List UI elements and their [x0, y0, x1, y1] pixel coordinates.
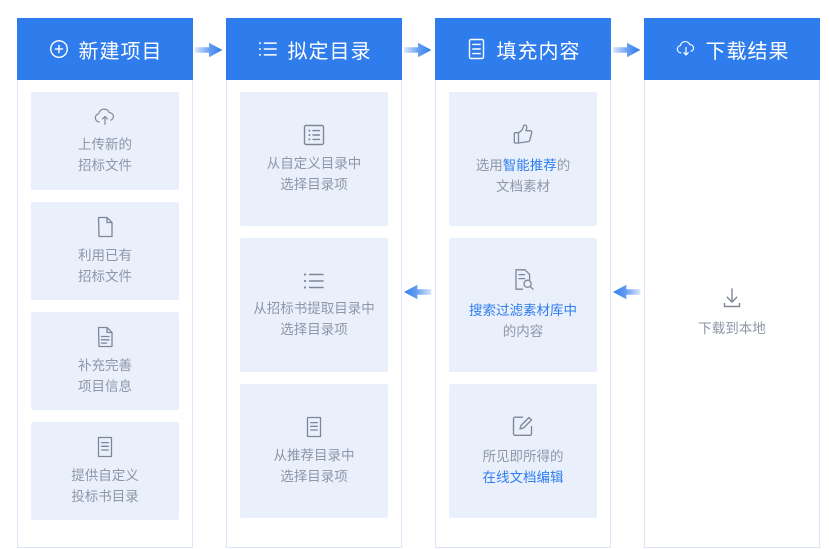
column-body-new-project: 上传新的 招标文件 利用已有 招标文件: [17, 80, 193, 548]
card-line: 搜索过滤素材库中: [469, 303, 577, 318]
card-line: 选用智能推荐的: [476, 155, 571, 176]
column-header-new-project[interactable]: 新建项目: [17, 18, 193, 80]
card-line: 上传新的: [78, 136, 132, 152]
plus-circle-icon: [48, 38, 70, 60]
arrow-right-icon-header-3-4: [612, 41, 642, 59]
column-body-draft-outline: 从自定义目录中 选择目录项 从招标书提取目录中 选择目录项: [226, 80, 402, 548]
cloud-upload-icon: [93, 107, 117, 127]
document-lines-icon: [95, 436, 115, 458]
document-icon: [95, 216, 115, 238]
document-list-icon: [95, 326, 115, 348]
arrow-left-icon-middle-3-2: [403, 283, 433, 301]
workflow-column-fill-content: 填充内容 选用智能推荐的 文档素材: [435, 18, 611, 548]
card-provide-custom-bid-outline[interactable]: 提供自定义 投标书目录: [31, 422, 179, 520]
column-header-label: 拟定目录: [287, 40, 372, 63]
card-line: 的内容: [502, 324, 544, 339]
card-line: 所见即所得的: [482, 448, 564, 464]
card-download-to-local[interactable]: 下载到本地: [698, 286, 766, 339]
card-line: 从推荐目录中: [273, 447, 355, 463]
document-outline-icon: [466, 38, 488, 60]
card-choose-from-custom-outline[interactable]: 从自定义目录中 选择目录项: [240, 92, 388, 226]
document-lines-icon: [304, 416, 324, 438]
list-box-icon: [303, 124, 325, 146]
card-line: 招标文件: [78, 268, 132, 284]
cloud-download-icon: [675, 38, 697, 60]
arrow-right-icon-header-2-3: [403, 41, 433, 59]
card-wysiwyg-online-editing[interactable]: 所见即所得的 在线文档编辑: [449, 384, 597, 518]
card-line: 文档素材: [496, 178, 550, 194]
workflow-column-draft-outline: 拟定目录 从自定义目录中 选择目录项: [226, 18, 402, 548]
column-header-label: 新建项目: [78, 40, 163, 63]
card-text-highlight: 智能推荐: [502, 157, 557, 173]
file-search-icon: [513, 268, 534, 291]
ordered-list-icon: [257, 38, 279, 60]
card-text-plain: 选用: [475, 157, 503, 173]
column-body-fill-content: 选用智能推荐的 文档素材 搜索过滤素材库中 的内容: [435, 80, 611, 548]
card-line: 从招标书提取目录中: [253, 300, 375, 316]
card-line: 招标文件: [78, 157, 132, 173]
card-select-smart-recommended-material[interactable]: 选用智能推荐的 文档素材: [449, 92, 597, 226]
card-line: 投标书目录: [71, 488, 139, 504]
card-complete-project-info[interactable]: 补充完善 项目信息: [31, 312, 179, 410]
column-header-download-result[interactable]: 下载结果: [644, 18, 820, 80]
card-line: 利用已有: [78, 247, 132, 263]
card-use-existing-tender-file[interactable]: 利用已有 招标文件: [31, 202, 179, 300]
column-header-label: 下载结果: [705, 40, 790, 63]
arrow-right-icon-header-1-2: [194, 41, 224, 59]
card-text-plain: 的: [556, 157, 571, 173]
edit-square-icon: [512, 415, 534, 437]
card-choose-from-extracted-outline[interactable]: 从招标书提取目录中 选择目录项: [240, 238, 388, 372]
card-line: 在线文档编辑: [482, 469, 564, 485]
arrow-left-icon-middle-4-3: [612, 283, 642, 301]
download-arrow-icon: [720, 286, 744, 310]
thumbs-up-icon: [511, 122, 535, 146]
card-line: 补充完善: [78, 357, 132, 373]
card-line: 从自定义目录中: [266, 155, 362, 171]
card-line: 选择目录项: [280, 176, 348, 192]
card-line: 选择目录项: [280, 468, 348, 484]
column-header-draft-outline[interactable]: 拟定目录: [226, 18, 402, 80]
workflow-column-download-result: 下载结果 下载到本地: [644, 18, 820, 548]
card-line: 提供自定义: [71, 467, 139, 483]
column-header-fill-content[interactable]: 填充内容: [435, 18, 611, 80]
card-line: 项目信息: [78, 378, 132, 394]
card-search-filter-material-library[interactable]: 搜索过滤素材库中 的内容: [449, 238, 597, 372]
column-body-download-result: 下载到本地: [644, 80, 820, 548]
workflow-column-new-project: 新建项目 上传新的 招标文件: [17, 18, 193, 548]
column-header-label: 填充内容: [496, 40, 581, 63]
card-line: 选择目录项: [280, 321, 348, 337]
card-choose-from-recommended-outline[interactable]: 从推荐目录中 选择目录项: [240, 384, 388, 518]
card-line: 下载到本地: [698, 321, 766, 336]
bullet-list-icon: [302, 271, 326, 291]
card-upload-new-tender-file[interactable]: 上传新的 招标文件: [31, 92, 179, 190]
